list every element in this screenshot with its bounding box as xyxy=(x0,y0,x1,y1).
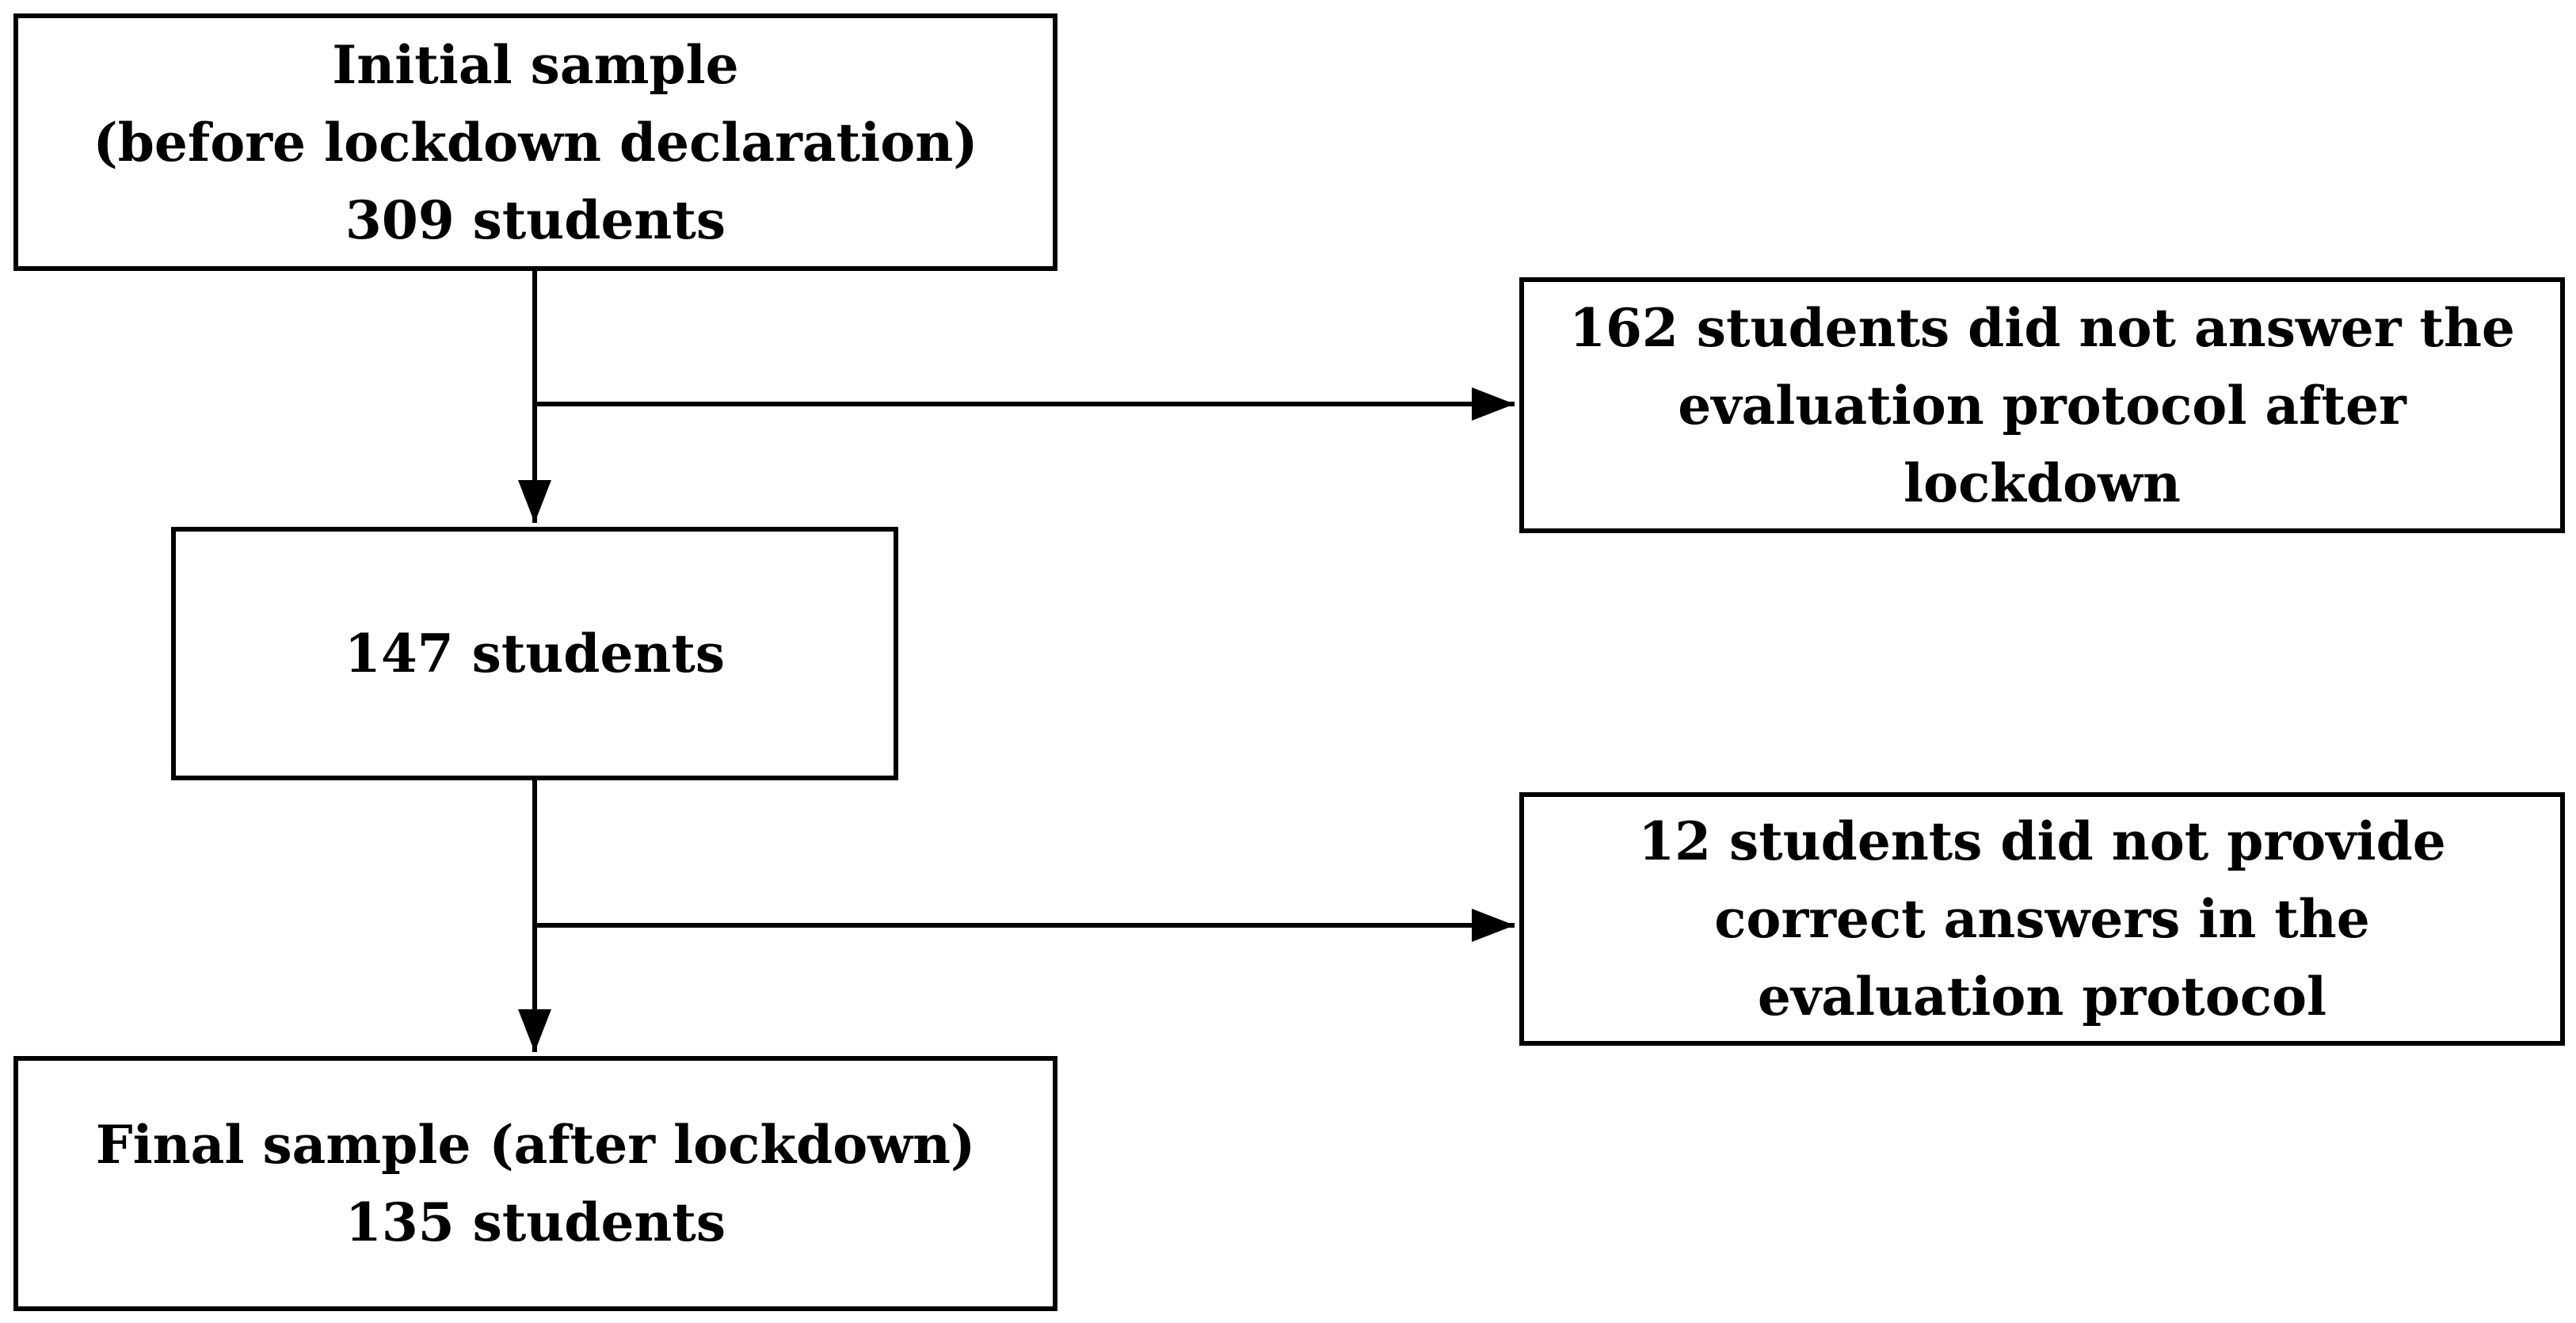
exclusion-box-1: 162 students did not answer the evaluati… xyxy=(1519,277,2565,533)
exclusion-1-line-2: evaluation protocol after xyxy=(1678,374,2406,437)
initial-sample-box: Initial sample (before lockdown declarat… xyxy=(13,13,1057,271)
exclusion-2-line-3: evaluation protocol xyxy=(1757,966,2327,1028)
exclusion-2-line-2: correct answers in the xyxy=(1714,888,2370,950)
exclusion-1-line-1: 162 students did not answer the xyxy=(1569,296,2515,359)
initial-sample-count: 309 students xyxy=(345,189,726,251)
exclusion-box-2: 12 students did not provide correct answ… xyxy=(1519,792,2565,1046)
final-sample-title: Final sample (after lockdown) xyxy=(95,1114,976,1176)
initial-sample-subtitle: (before lockdown declaration) xyxy=(93,111,978,173)
exclusion-1-line-3: lockdown xyxy=(1903,452,2181,514)
initial-sample-title: Initial sample xyxy=(332,33,739,96)
final-sample-box: Final sample (after lockdown) 135 studen… xyxy=(13,1056,1057,1311)
final-sample-count: 135 students xyxy=(345,1191,726,1253)
intermediate-sample-box: 147 students xyxy=(171,527,898,780)
exclusion-2-line-1: 12 students did not provide xyxy=(1638,810,2446,872)
intermediate-sample-count: 147 students xyxy=(344,623,726,684)
